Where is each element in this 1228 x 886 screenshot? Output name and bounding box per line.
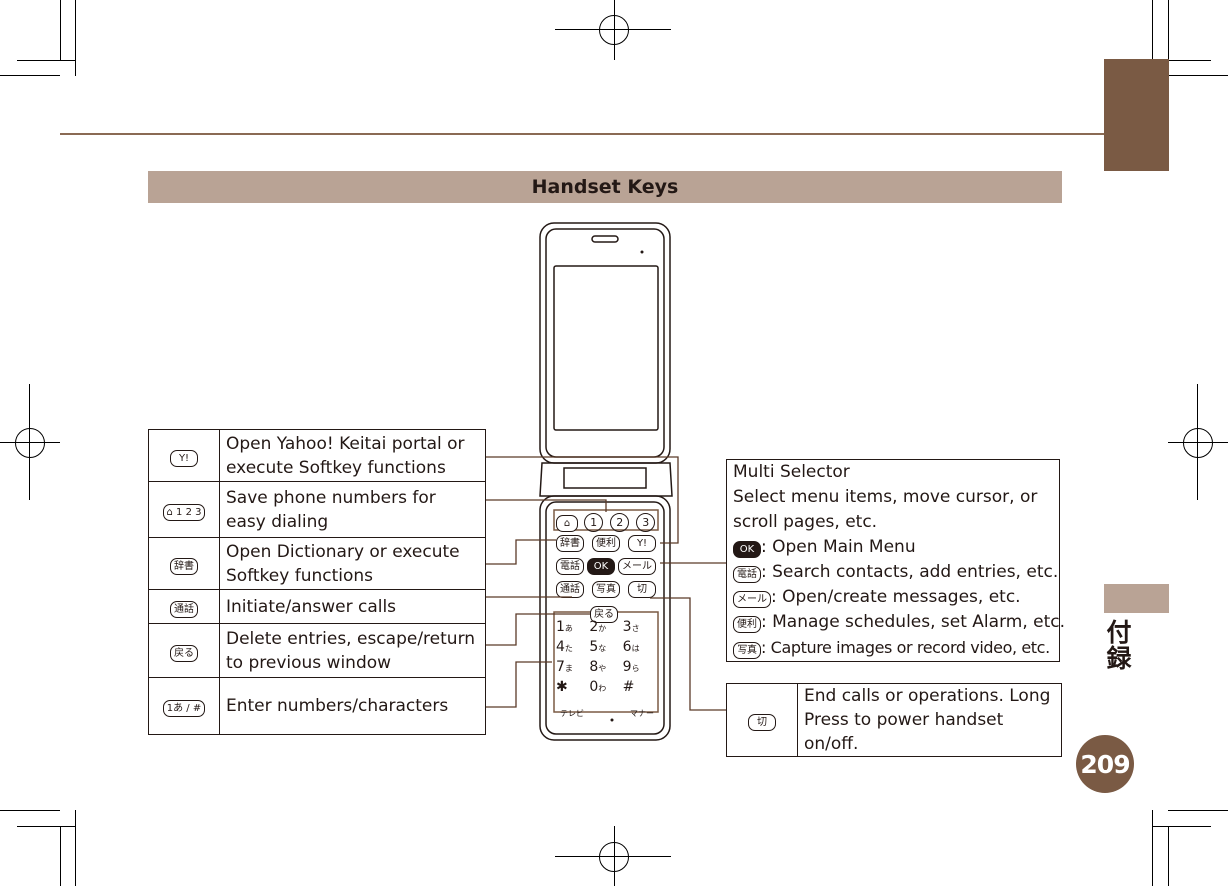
camera-key-icon: 写真: [733, 642, 761, 659]
table-row: Y! Open Yahoo! Keitai portal or execute …: [148, 429, 486, 482]
page-number: 209: [1076, 735, 1134, 793]
keypad-key[interactable]: 3さ: [622, 619, 640, 635]
multi-selector-item: OK: Open Main Menu: [733, 535, 1053, 560]
phone-key-1-top[interactable]: 1: [584, 513, 604, 532]
keypad-key[interactable]: 9ら: [622, 659, 640, 675]
phone-ok-key[interactable]: OK: [587, 558, 615, 575]
multi-selector-description: Select menu items, move cursor, or scrol…: [733, 487, 1038, 532]
index-bar: [1104, 584, 1169, 613]
multi-selector-item: 便利: Manage schedules, set Alarm, etc.: [733, 610, 1065, 635]
phone-row-3: 電話 OK メール: [556, 558, 656, 575]
phone-row-5: 戻る: [590, 602, 618, 623]
keypad-key[interactable]: 7ま: [556, 659, 573, 675]
header-rule: [60, 133, 1105, 135]
multi-selector-title: Multi Selector: [733, 462, 850, 482]
dictionary-key-icon: 辞書: [170, 557, 198, 575]
phone-end-key[interactable]: 切: [628, 581, 656, 598]
table-row: 辞書 Open Dictionary or execute Softkey fu…: [148, 537, 486, 590]
phone-phonebook-key[interactable]: 電話: [556, 558, 584, 575]
handset-illustration: [539, 222, 673, 741]
multi-selector-item: 電話: Search contacts, add entries, etc.: [733, 560, 1058, 585]
end-key-table: 切 End calls or operations. Long Press to…: [726, 683, 1062, 757]
table-row: 1あ / # Enter numbers/characters: [148, 677, 486, 735]
keypad-keys-icon: 1あ / #: [162, 700, 206, 717]
phone-mail-key[interactable]: メール: [618, 558, 656, 575]
table-row: 戻る Delete entries, escape/return to prev…: [148, 623, 486, 678]
index-label: 付録: [1106, 618, 1132, 673]
phone-benri-key[interactable]: 便利: [592, 535, 620, 552]
keypad-key[interactable]: 0わ: [589, 679, 607, 695]
key-description: Open Dictionary or execute Softkey funct…: [219, 537, 486, 590]
key-description: Delete entries, escape/return to previou…: [219, 623, 486, 678]
mail-key-icon: メール: [733, 591, 771, 608]
multi-selector-box: Multi Selector Select menu items, move c…: [726, 459, 1065, 662]
ok-key-icon: OK: [733, 541, 761, 558]
keypad-key[interactable]: 4た: [556, 639, 573, 655]
keypad-key[interactable]: 1あ: [556, 619, 573, 635]
key-description: End calls or operations. Long Press to p…: [797, 683, 1062, 757]
keypad-key[interactable]: 6は: [622, 639, 640, 655]
phone-manner-label: マナー: [630, 709, 654, 718]
keypad-key[interactable]: 8や: [589, 659, 607, 675]
phone-row-2: 辞書 便利 Y!: [556, 535, 656, 552]
benri-key-icon: 便利: [733, 616, 761, 633]
end-key-icon: 切: [748, 714, 776, 731]
key-description: Initiate/answer calls: [219, 589, 486, 624]
call-key-icon: 通話: [170, 600, 198, 618]
yahoo-key-icon: Y!: [170, 449, 198, 467]
phone-top-row: ⌂ 1 2 3: [556, 511, 656, 533]
keypad-key[interactable]: #: [622, 679, 635, 695]
table-row: 通話 Initiate/answer calls: [148, 589, 486, 624]
key-description: Enter numbers/characters: [219, 677, 486, 735]
chapter-tab: [1104, 59, 1169, 171]
multi-selector-item: 写真: Capture images or record video, etc.: [733, 635, 1053, 660]
phone-back-key[interactable]: 戻る: [590, 606, 618, 623]
keypad-key[interactable]: 2か: [589, 619, 607, 635]
phone-dictionary-key[interactable]: 辞書: [556, 535, 584, 552]
phone-keypad: 1あ 2か 3さ 4た 5な 6は 7ま 8や 9ら ✱ 0わ #: [556, 619, 656, 695]
speed-dial-keys-icon: ⌂ 1 2 3: [162, 503, 206, 521]
phone-key-2-top[interactable]: 2: [610, 513, 630, 532]
key-description: Save phone numbers for easy dialing: [219, 481, 486, 538]
left-key-table: Y! Open Yahoo! Keitai portal or execute …: [148, 429, 486, 735]
table-row: 切 End calls or operations. Long Press to…: [726, 683, 1062, 757]
phone-key-3-top[interactable]: 3: [636, 513, 656, 532]
phonebook-key-icon: 電話: [733, 566, 761, 583]
keypad-key[interactable]: 5な: [589, 639, 607, 655]
section-title: Handset Keys: [148, 171, 1062, 203]
key-description: Open Yahoo! Keitai portal or execute Sof…: [219, 429, 486, 482]
back-key-icon: 戻る: [170, 644, 198, 662]
table-row: ⌂ 1 2 3 Save phone numbers for easy dial…: [148, 481, 486, 538]
phone-tv-label: テレビ: [560, 709, 584, 718]
phone-home-key[interactable]: ⌂: [556, 515, 578, 532]
phone-yahoo-key[interactable]: Y!: [628, 535, 656, 552]
phone-camera-key[interactable]: 写真: [592, 581, 620, 598]
phone-row-4: 通話 写真 切: [556, 581, 656, 598]
keypad-key[interactable]: ✱: [556, 679, 568, 695]
multi-selector-item: メール: Open/create messages, etc.: [733, 585, 1053, 610]
